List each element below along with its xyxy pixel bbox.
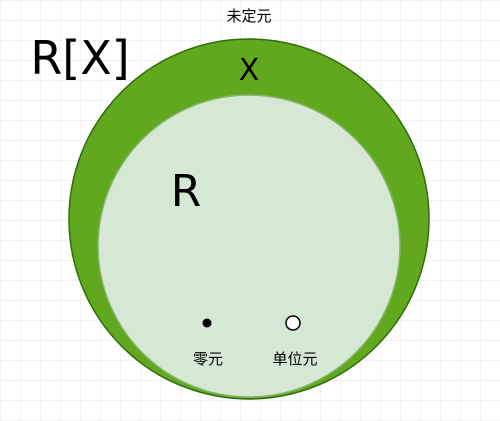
inner-set-ring[interactable] <box>97 94 401 398</box>
unity-element-dot[interactable] <box>285 315 301 331</box>
unity-element-label: 单位元 <box>272 350 317 368</box>
zero-element-label: 零元 <box>193 350 223 368</box>
inner-set-label: R <box>171 166 202 217</box>
title-label: 未定元 <box>226 7 271 25</box>
zero-element-dot[interactable] <box>202 318 212 328</box>
variable-label: X <box>239 53 260 88</box>
outer-set-label: R[X] <box>30 31 129 85</box>
